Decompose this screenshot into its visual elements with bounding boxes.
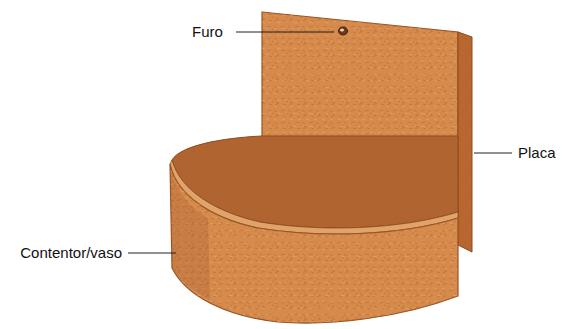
- leader-line: [236, 32, 334, 33]
- leader-line: [474, 153, 512, 154]
- part-label: Placa: [518, 144, 556, 162]
- container-pot: [170, 136, 458, 323]
- part-label: Contentor/vaso: [20, 244, 122, 262]
- leader-line: [128, 253, 176, 254]
- leader-lines: [128, 32, 512, 253]
- hole: [339, 27, 348, 35]
- part-label: Furo: [192, 23, 223, 41]
